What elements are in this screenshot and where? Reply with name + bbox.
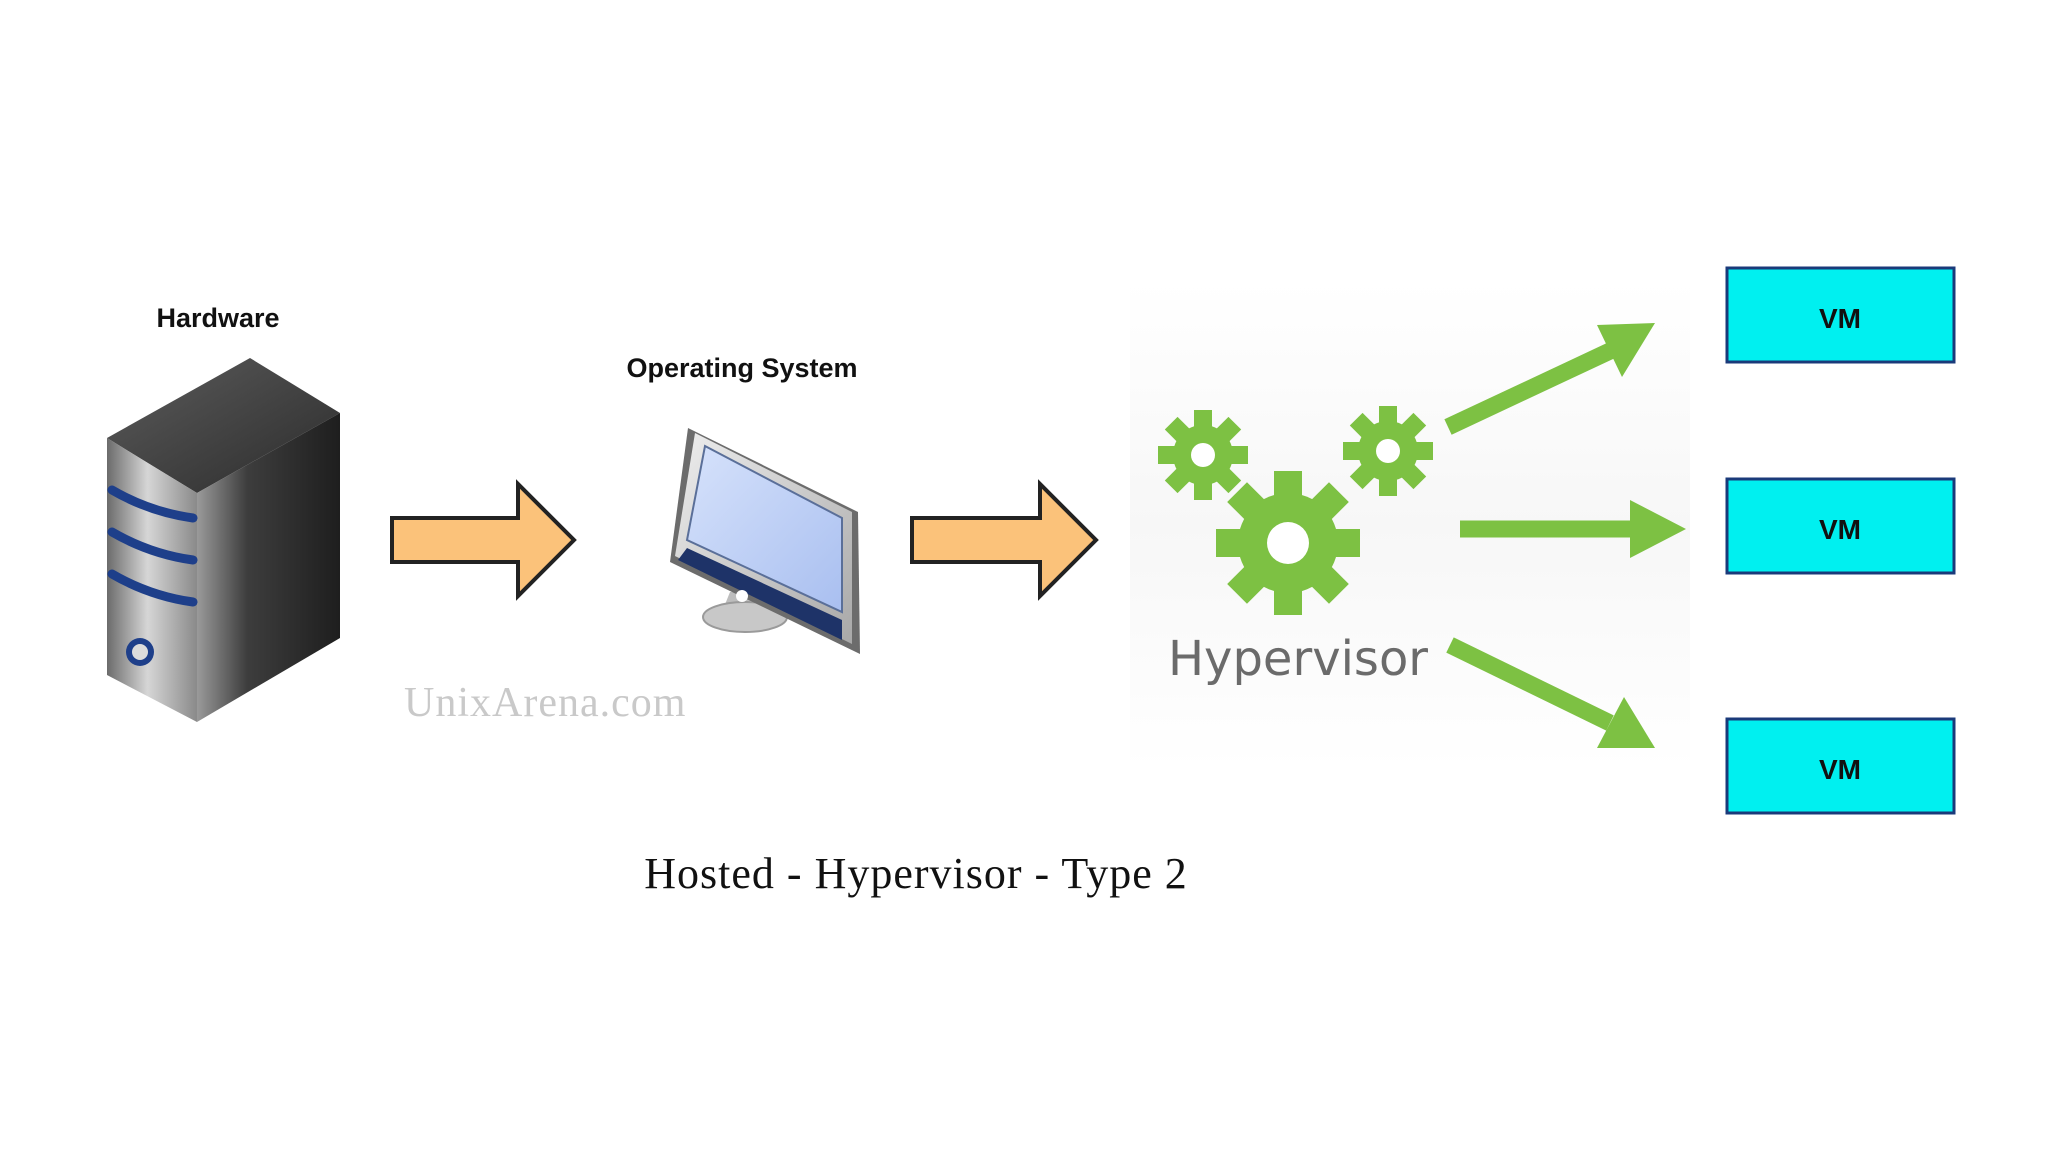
flow-arrow-1	[390, 479, 577, 601]
hardware-label: Hardware	[156, 303, 279, 333]
diagram-caption: Hosted - Hypervisor - Type 2	[644, 849, 1187, 898]
vm-arrow-1	[1444, 323, 1655, 435]
hypervisor-label: Hypervisor	[1168, 631, 1428, 687]
vm-arrows	[1444, 323, 1686, 748]
vm-arrow-3	[1446, 637, 1655, 748]
vm-label: VM	[1819, 514, 1861, 545]
monitor-icon	[670, 428, 860, 654]
vm-label: VM	[1819, 754, 1861, 785]
vm-arrow-2	[1460, 500, 1686, 558]
vm-label: VM	[1819, 303, 1861, 334]
watermark: UnixArena.com	[404, 680, 686, 726]
vm-box-3: VM	[1725, 717, 1956, 815]
vm-box-1: VM	[1725, 266, 1956, 364]
flow-arrow-2	[910, 479, 1099, 601]
vm-box-2: VM	[1725, 477, 1956, 575]
operating-system-label: Operating System	[626, 353, 857, 383]
server-icon	[107, 358, 340, 722]
